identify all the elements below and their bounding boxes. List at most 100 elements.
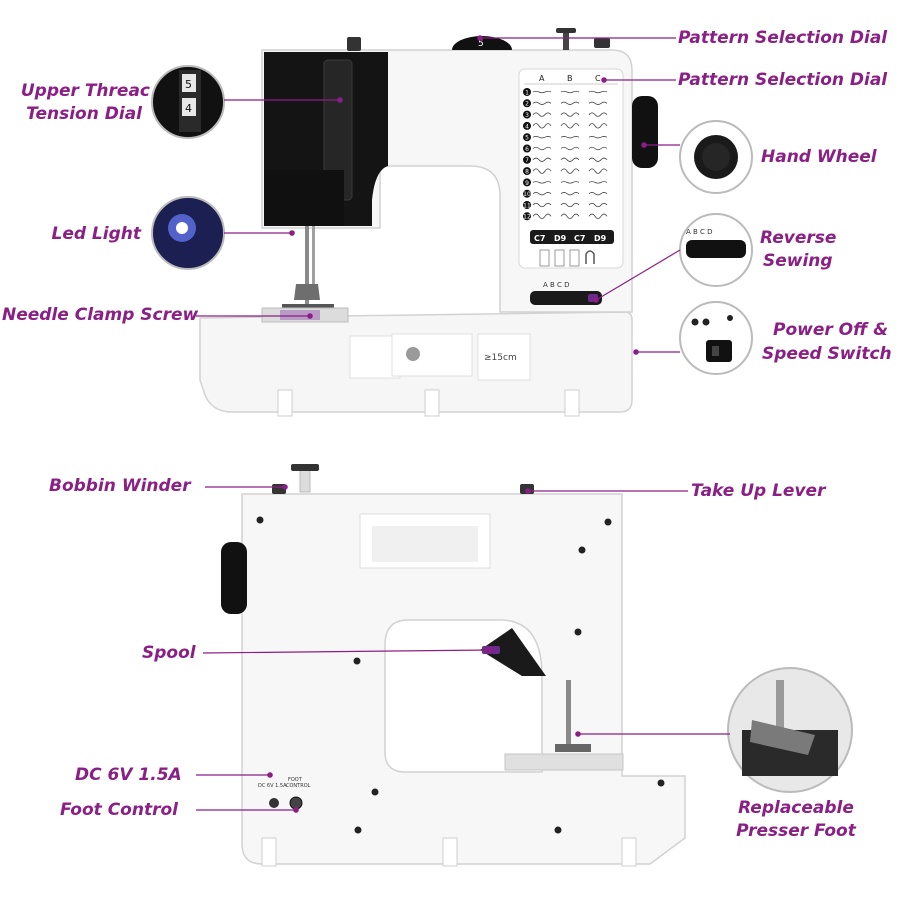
- back-machine: DC 6V 1.5A FOOT CONTROL: [221, 464, 686, 867]
- reverse-sewing-inset: A B C D: [679, 213, 753, 287]
- presser-foot-inset: [727, 667, 853, 793]
- label-reverse-sewing-line2: Sewing: [763, 251, 833, 271]
- dial-number: 5: [478, 39, 484, 49]
- pattern-row-marker: [523, 189, 531, 198]
- pattern-row-number: 7: [525, 157, 529, 164]
- pattern-row-number: 10: [523, 191, 531, 198]
- front-lower-black: [264, 170, 344, 226]
- back-presser-foot: [555, 744, 591, 752]
- label-bobbin-winder: Bobbin Winder: [49, 476, 191, 496]
- needle-plate-accent: [280, 310, 320, 320]
- stitch-glyph: [532, 90, 552, 94]
- stitch-glyph: [560, 168, 580, 174]
- pattern-row-marker: [523, 121, 531, 130]
- stitch-glyph: [532, 181, 552, 184]
- stitch-glyph: [532, 146, 552, 151]
- bed-knob: [406, 347, 420, 361]
- stitch-glyph: [532, 112, 552, 117]
- front-foot-right: [564, 389, 580, 417]
- pattern-row-marker: [523, 133, 531, 142]
- presser-bar: [312, 226, 315, 296]
- back-needle-bar: [566, 680, 571, 746]
- tension-number-top: 5: [185, 78, 192, 91]
- pattern-column-header: A: [539, 74, 545, 83]
- reverse-inset-letters: A B C D: [686, 228, 713, 236]
- back-foot-left: [261, 837, 277, 867]
- label-reverse-sewing-line1: Reverse: [760, 228, 837, 248]
- leader-lines: [196, 35, 730, 813]
- pattern-row-marker: [523, 201, 531, 209]
- pattern-row-number: 4: [525, 123, 529, 130]
- label-upper-thread-tension-line1: Upper Threac: [20, 81, 150, 101]
- stitch-glyph: [588, 202, 608, 208]
- stitch-glyph: [588, 112, 608, 117]
- stitch-glyph: [560, 157, 580, 162]
- stitch-glyph: [588, 136, 608, 139]
- stitch-glyph: [588, 168, 608, 174]
- reverse-lever: [530, 291, 602, 305]
- pattern-row-marker: [523, 178, 531, 187]
- stitch-glyph: [560, 181, 580, 184]
- label-upper-thread-tension-line2: Tension Dial: [26, 104, 142, 124]
- stitch-glyph: [560, 90, 580, 94]
- front-hand-wheel: [632, 96, 658, 168]
- label-presser-foot-line1: Replaceable: [738, 798, 854, 818]
- front-top-knob: [347, 37, 361, 51]
- front-foot-middle: [424, 389, 440, 417]
- stitch-glyph: [588, 146, 608, 151]
- stitch-glyph: [560, 112, 580, 117]
- stitch-glyph: [560, 123, 580, 129]
- pattern-row-number: 5: [525, 135, 529, 142]
- pattern-row-marker: [523, 212, 531, 221]
- stitch-glyph: [532, 202, 552, 208]
- stitch-glyph: [560, 202, 580, 208]
- stitch-glyph: [560, 213, 580, 219]
- pattern-row-marker: [523, 99, 531, 108]
- top-knob: [594, 38, 610, 48]
- pattern-row-marker: [523, 167, 531, 176]
- hand-wheel-inset: [679, 120, 753, 194]
- label-dc-power: DC 6V 1.5A: [75, 765, 182, 785]
- stitch-glyph: [588, 90, 608, 94]
- pattern-row-number: 8: [525, 169, 529, 176]
- front-foot-left: [277, 389, 293, 417]
- pattern-row-number: 11: [523, 202, 531, 209]
- stitch-code: D9: [554, 234, 567, 243]
- pattern-row-marker: [523, 144, 531, 153]
- selector-letters: A B C D: [543, 281, 570, 289]
- label-pattern-selection-dial-top: Pattern Selection Dial: [678, 28, 888, 48]
- label-take-up-lever: Take Up Lever: [691, 481, 826, 501]
- stitch-glyph: [532, 101, 552, 105]
- stitch-glyph: [532, 213, 552, 219]
- stitch-code: C7: [534, 234, 545, 243]
- stitch-glyph: [588, 157, 608, 162]
- bobbin-winder-cap: [291, 464, 319, 471]
- presser-foot: [282, 304, 334, 310]
- label-spool: Spool: [142, 643, 196, 663]
- tension-dial-inset: 5 4: [151, 65, 225, 139]
- label-presser-foot-line2: Presser Foot: [736, 821, 856, 841]
- label-needle-clamp-screw: Needle Clamp Screw: [2, 305, 199, 325]
- needle-clamp: [294, 284, 320, 300]
- pattern-row-number: 3: [525, 112, 529, 119]
- port-text-dc: DC 6V 1.5A: [258, 783, 287, 789]
- label-led-light: Led Light: [51, 224, 141, 244]
- stitch-glyph: [588, 181, 608, 184]
- pattern-selection-dial: [452, 36, 512, 50]
- stitch-glyph: [588, 213, 608, 219]
- bed-hint-text: ≥15cm: [484, 353, 517, 363]
- spool-pin-cap: [556, 28, 576, 33]
- pattern-column-header: B: [567, 74, 573, 83]
- stitch-glyph: [532, 168, 552, 174]
- bed-sticker-right: [477, 333, 531, 381]
- stitch-glyph: [532, 136, 552, 139]
- spool-arm: [480, 628, 546, 676]
- back-needle-plate: [504, 753, 624, 771]
- stitch-glyph: [560, 101, 580, 105]
- pattern-row-marker: [523, 88, 531, 96]
- port-text-foot: FOOT: [288, 777, 303, 783]
